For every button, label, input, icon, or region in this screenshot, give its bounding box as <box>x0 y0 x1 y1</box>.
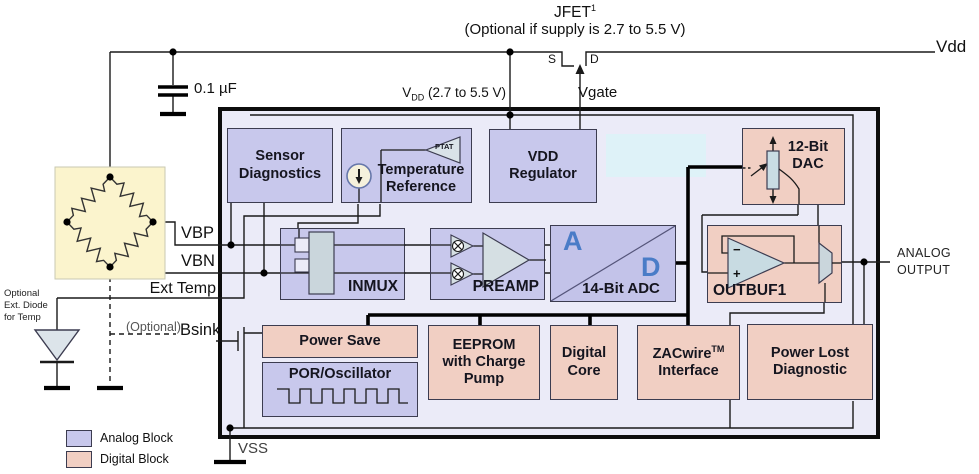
block-power-save: Power Save <box>262 325 418 358</box>
vss-pin-label: VSS <box>238 440 269 457</box>
dac-label: 12-Bit DAC <box>787 139 829 173</box>
legend-analog-label: Analog Block <box>100 431 173 445</box>
bridge-resistors-icon <box>65 176 155 269</box>
legend-analog-swatch <box>66 430 92 447</box>
inmux-label: INMUX <box>348 277 398 295</box>
outbuf-label: OUTBUF1 <box>713 281 787 299</box>
ext-diode-note-l3: for Temp <box>4 312 41 323</box>
digital-bus <box>366 165 742 326</box>
opamp-plus-label: + <box>733 266 741 281</box>
dac-potentiometer-icon <box>743 136 800 204</box>
outbuf-opamp-icon <box>708 226 841 302</box>
sensor-diag-taps <box>230 203 265 273</box>
jfet-title: JFET1 <box>500 3 650 22</box>
vdd-rail-left <box>110 51 574 67</box>
adc-diagonal-icon <box>551 226 675 301</box>
por-label: POR/Oscillator <box>288 366 392 382</box>
adc-label: 14-Bit ADC <box>582 280 660 298</box>
cap-value-label: 0.1 µF <box>194 80 237 97</box>
block-por-oscillator: POR/Oscillator <box>262 362 418 417</box>
block-eeprom: EEPROM with Charge Pump <box>428 325 540 400</box>
block-14bit-adc: A D 14-Bit ADC <box>550 225 676 302</box>
output-mux-icon <box>818 241 833 285</box>
ext-temp-wire <box>57 204 381 299</box>
vdd-regulator-label: VDD Regulator <box>509 148 577 182</box>
block-power-lost-diagnostic: Power Lost Diagnostic <box>747 324 873 400</box>
jfet-title-text: JFET <box>553 4 591 22</box>
analog-output-label: ANALOG OUTPUT <box>897 246 951 277</box>
vdd-pin-label: VDD (2.7 to 5.5 V) <box>386 85 506 103</box>
block-sensor-diagnostics: Sensor Diagnostics <box>227 128 333 203</box>
temperature-reference-label: Temperature Reference <box>377 162 465 196</box>
chopper-icons <box>451 239 465 281</box>
bsink-pin-label: Bsink <box>180 321 221 339</box>
zacwire-label: ZACwireTM Interface <box>653 344 725 380</box>
opamp-minus-label: − <box>733 242 741 257</box>
ground-symbols <box>44 111 246 465</box>
clock-waveform-icon <box>277 388 408 404</box>
ptat-label: PTAT <box>435 142 454 151</box>
temperature-reference-icons <box>346 136 461 202</box>
vbp-pin-label: VBP <box>181 224 215 242</box>
sensor-diagnostics-label: Sensor Diagnostics <box>238 148 322 182</box>
temp-to-inmux-wire <box>297 204 359 231</box>
ptat-amp-icon <box>424 136 461 164</box>
adc-analog-letter: A <box>563 226 583 256</box>
vdd-pin-sub: DD <box>411 92 425 103</box>
bsink-mosfet <box>237 327 263 428</box>
preamp-amplifier-icons <box>431 231 546 289</box>
vdd-rail-label: Vdd <box>936 37 967 56</box>
vdd-rail-right <box>585 51 935 66</box>
ext-diode-note-l1: Optional <box>4 288 40 299</box>
vdd-pin-v: V <box>402 85 412 100</box>
block-inmux: INMUX <box>280 228 406 300</box>
block-preamp: PREAMP <box>430 228 546 300</box>
ext-temp-pin-label: Ext Temp <box>149 280 216 297</box>
internal-vdd-rail <box>250 114 854 325</box>
ext-diode-note: Optional Ext. Diode for Temp <box>4 288 62 324</box>
block-zacwire-interface: ZACwireTM Interface <box>637 325 740 400</box>
block-digital-core: Digital Core <box>550 325 618 400</box>
zacwire-iface: Interface <box>658 363 719 380</box>
jfet-source-label: S <box>548 52 557 66</box>
block-temperature-reference: PTAT Temperature Reference <box>341 128 472 203</box>
block-vdd-regulator: VDD Regulator <box>489 129 597 203</box>
jfet-note: (Optional if supply is 2.7 to 5.5 V) <box>464 21 686 38</box>
vss-rail <box>230 401 854 429</box>
jfet-drain-label: D <box>590 52 599 66</box>
power-save-label: Power Save <box>299 332 381 349</box>
vbn-pin-label: VBN <box>181 252 215 270</box>
zacwire-tm: TM <box>711 344 725 355</box>
preamp-label: PREAMP <box>472 277 539 295</box>
legend-digital-label: Digital Block <box>100 452 169 466</box>
junction-dots <box>63 48 868 432</box>
zacwire-name: ZACwire <box>652 346 712 363</box>
eeprom-label: EEPROM with Charge Pump <box>442 336 526 388</box>
bus-block-stubs <box>366 315 592 326</box>
adc-digital-letter: D <box>641 252 661 282</box>
ext-diode-icon <box>33 329 81 364</box>
vdd-pin-range: (2.7 to 5.5 V) <box>424 85 506 100</box>
legend-digital-swatch <box>66 451 92 468</box>
power-lost-label: Power Lost Diagnostic <box>770 344 850 378</box>
vgate-label: Vgate <box>578 84 618 101</box>
vbp-wire <box>153 221 300 246</box>
ext-diode-note-l2: Ext. Diode <box>4 300 48 311</box>
optional-label: (Optional) <box>126 320 181 334</box>
jfet-footnote-sup: 1 <box>591 3 597 13</box>
block-12bit-dac: 12-Bit DAC <box>742 128 845 205</box>
jfet-gate-arrow-icon <box>575 64 585 74</box>
capacitor-icon <box>158 85 188 97</box>
inmux-switch-icon <box>281 229 406 295</box>
digital-core-label: Digital Core <box>561 345 607 379</box>
block-outbuf1: − + OUTBUF1 <box>707 225 842 303</box>
bridge-box <box>54 166 166 280</box>
